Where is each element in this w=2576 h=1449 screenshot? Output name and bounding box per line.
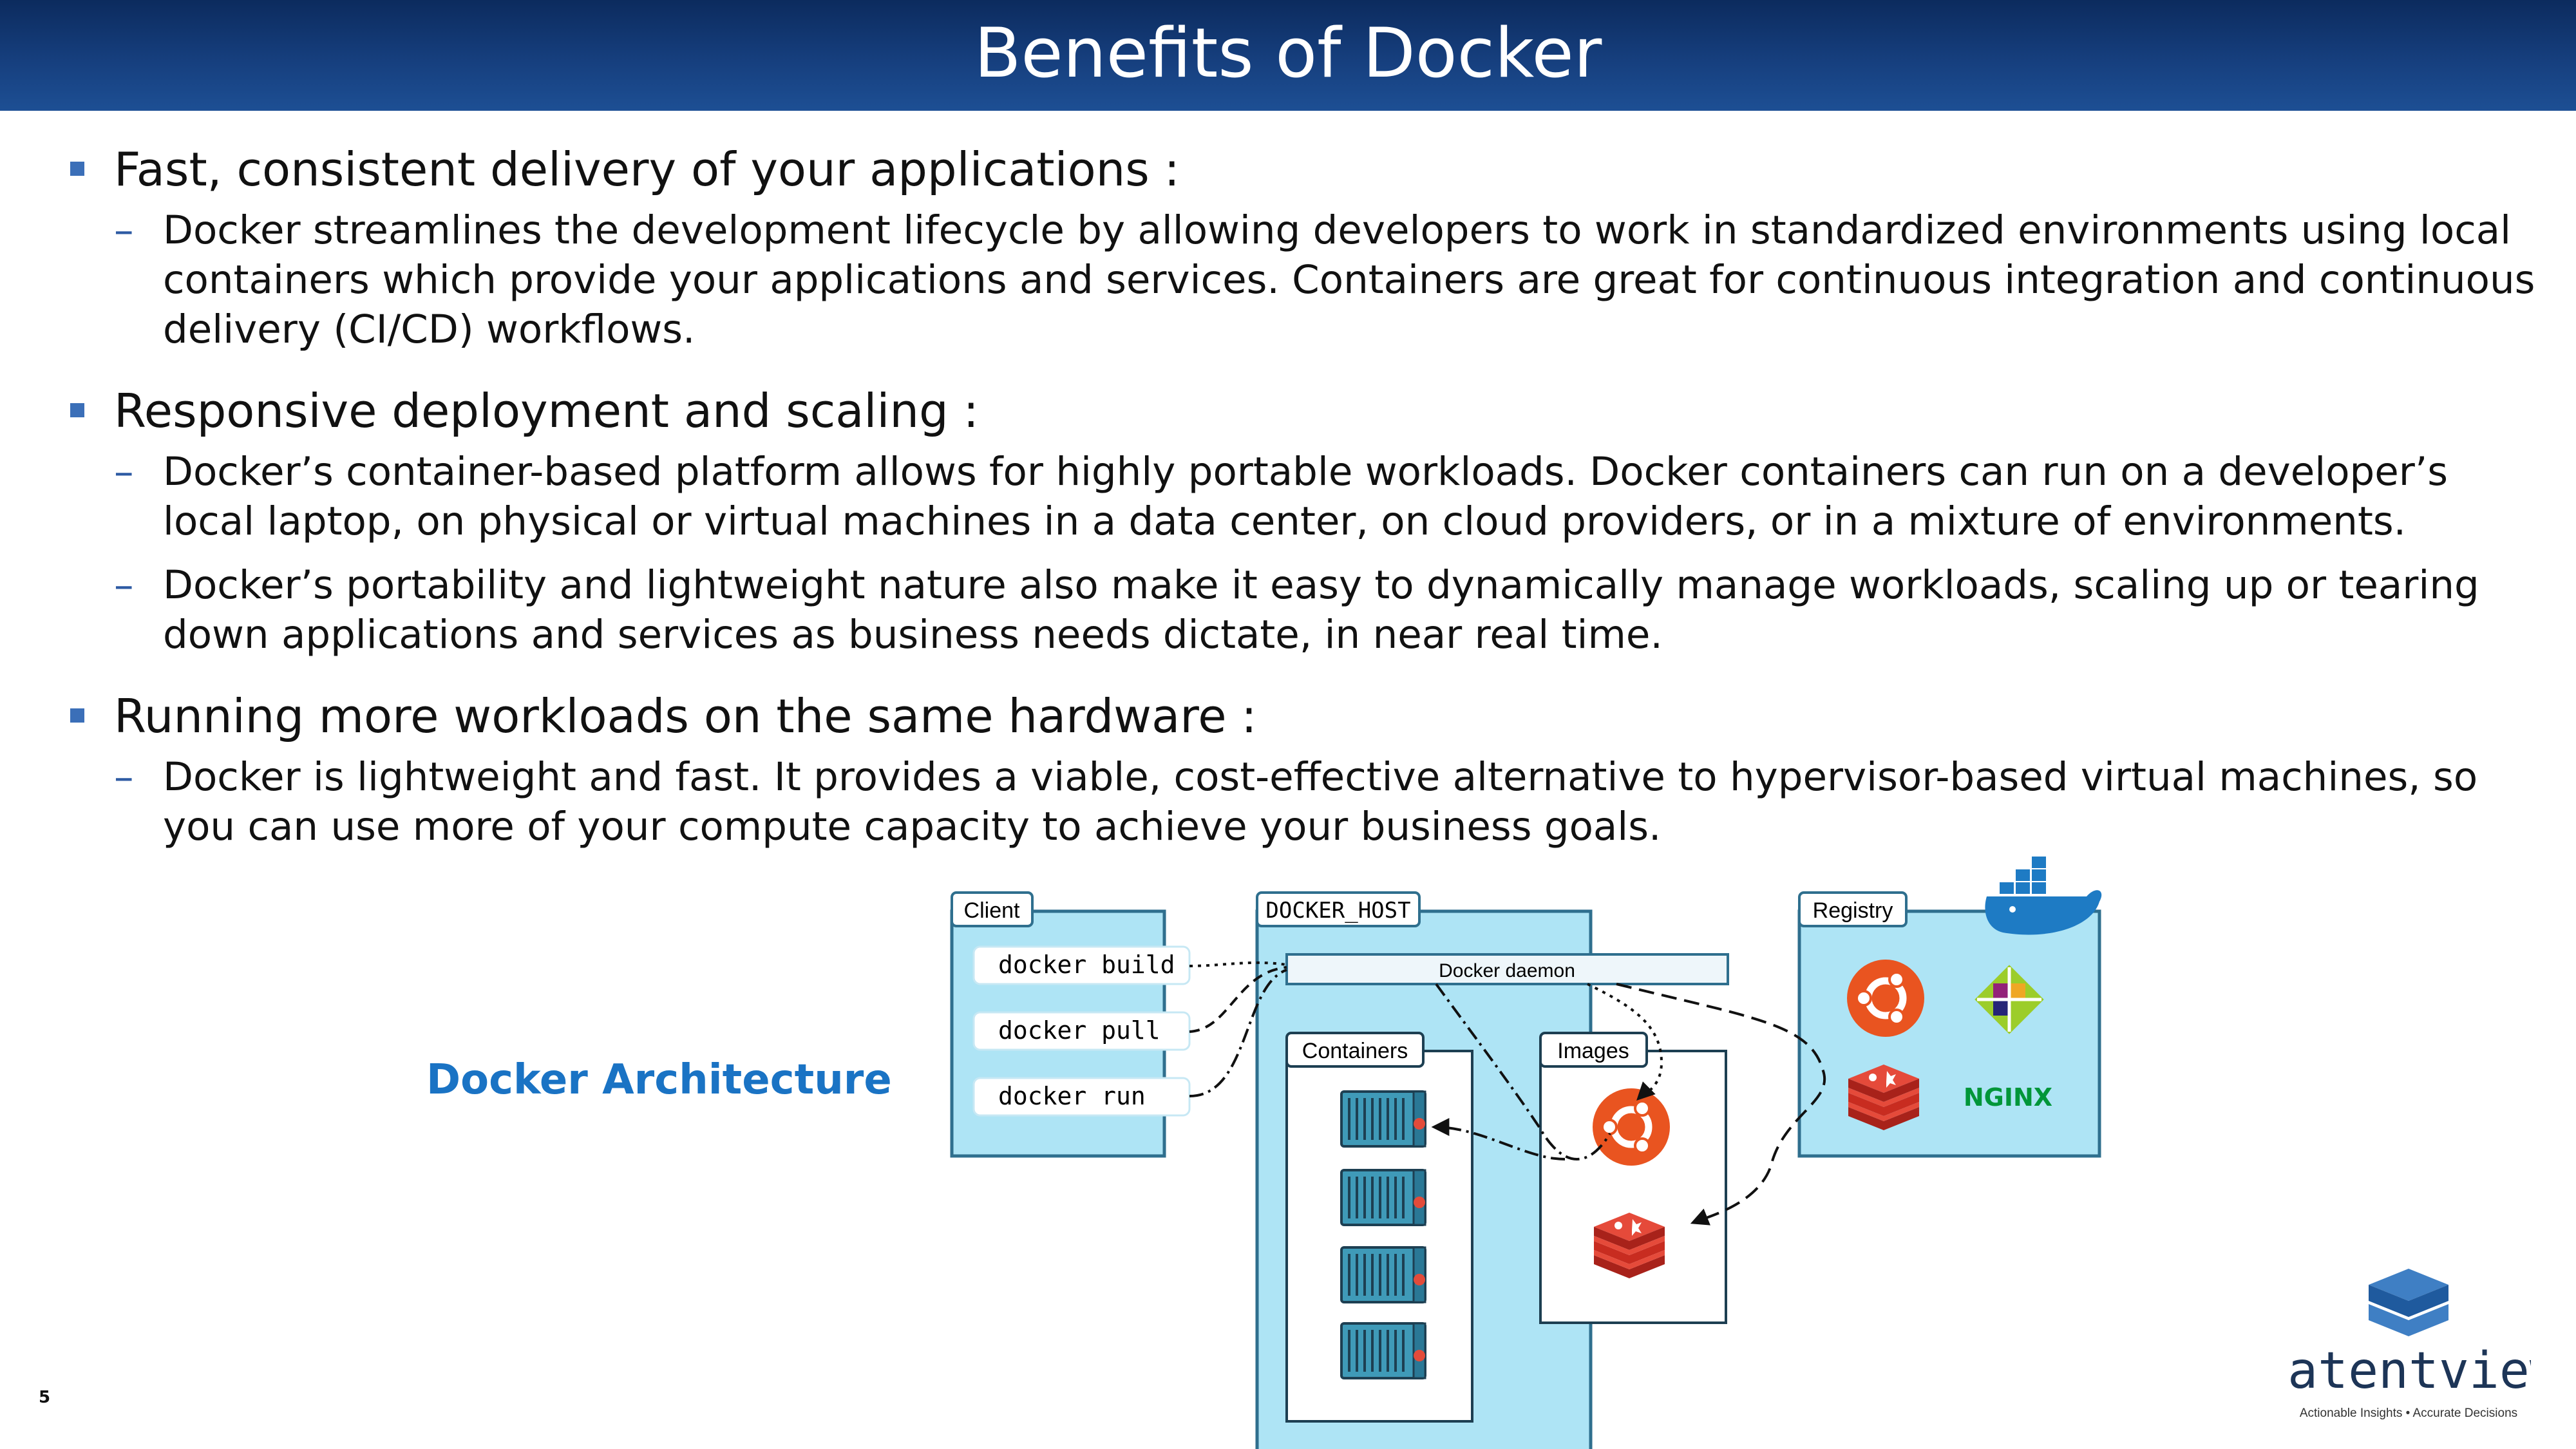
docker-build-command: docker build <box>998 951 1175 979</box>
run-connector <box>1189 969 1287 1097</box>
square-bullet-icon <box>70 708 84 723</box>
section-point-text: Docker’s portability and lightweight nat… <box>163 562 2479 658</box>
slide-title: Benefits of Docker <box>974 14 1602 93</box>
bullet-list: Fast, consistent delivery of your applic… <box>68 138 2535 877</box>
logo-mark-icon <box>2369 1269 2448 1336</box>
client-label: Client <box>964 898 1020 923</box>
diagram-connectors <box>1189 961 1826 1226</box>
section-point: –Docker is lightweight and fast. It prov… <box>68 752 2546 851</box>
title-bar <box>0 0 2576 111</box>
section-point-text: Docker’s container-based platform allows… <box>163 449 2448 544</box>
logo-wordmark: latentview <box>2286 1342 2531 1400</box>
docker-host-label: DOCKER_HOST <box>1265 898 1410 923</box>
registry-panel: Registry NGINX <box>1797 857 2102 1158</box>
container-icon <box>1340 1090 1426 1148</box>
section-heading-text: Responsive deployment and scaling : <box>114 384 979 438</box>
architecture-caption: Docker Architecture <box>426 1056 892 1104</box>
container-icon <box>1340 1322 1426 1379</box>
pull-connector <box>1189 966 1287 1033</box>
square-bullet-icon <box>70 403 84 417</box>
logo-tagline: Actionable Insights • Accurate Decisions <box>2300 1406 2517 1420</box>
page-number: 5 <box>39 1388 51 1407</box>
image-container-connector <box>1431 1118 1566 1160</box>
ubuntu-registry-icon <box>1847 960 1924 1037</box>
containers-label: Containers <box>1302 1039 1408 1063</box>
section-point-text: Docker streamlines the development lifec… <box>163 207 2535 352</box>
daemon-image-connector <box>1587 983 1663 1101</box>
dash-bullet-icon: – <box>114 449 134 495</box>
section-heading: Running more workloads on the same hardw… <box>68 685 2515 747</box>
section-heading-text: Running more workloads on the same hardw… <box>114 689 1257 743</box>
section-point: –Docker streamlines the development life… <box>68 205 2546 354</box>
dash-bullet-icon: – <box>114 207 134 253</box>
square-bullet-icon <box>70 162 84 176</box>
container-icon <box>1340 1246 1426 1303</box>
dash-bullet-icon: – <box>114 562 134 608</box>
container-icon <box>1340 1169 1426 1226</box>
section-heading: Fast, consistent delivery of your applic… <box>68 138 2515 200</box>
section-point-text: Docker is lightweight and fast. It provi… <box>163 754 2478 849</box>
docker-whale-icon <box>1985 857 2102 935</box>
daemon-run-connector <box>1435 983 1611 1160</box>
registry-pull-connector <box>1616 983 1826 1226</box>
images-label: Images <box>1557 1039 1629 1063</box>
registry-label: Registry <box>1813 898 1893 923</box>
docker-pull-command: docker pull <box>998 1016 1160 1045</box>
nginx-icon: NGINX <box>1964 1083 2052 1112</box>
build-connector <box>1189 961 1287 967</box>
latentview-logo: latentview Actionable Insights • Accurat… <box>2286 1269 2531 1420</box>
ubuntu-image-icon <box>1593 1088 1670 1166</box>
docker-run-command: docker run <box>998 1082 1146 1110</box>
section-point: –Docker’s container-based platform allow… <box>68 447 2546 546</box>
section-heading-text: Fast, consistent delivery of your applic… <box>114 142 1180 196</box>
docker-architecture-diagram: Client docker build docker pull docker r… <box>950 857 2102 1449</box>
section-heading: Responsive deployment and scaling : <box>68 380 2515 442</box>
docker-host-panel: DOCKER_HOST Docker daemon Containers Ima… <box>1255 891 1729 1449</box>
diagram-top-strip <box>0 857 2576 864</box>
docker-daemon-label: Docker daemon <box>1439 960 1575 981</box>
section-point: –Docker’s portability and lightweight na… <box>68 560 2546 659</box>
dash-bullet-icon: – <box>114 754 134 800</box>
client-panel: Client docker build docker pull docker r… <box>950 891 1191 1158</box>
